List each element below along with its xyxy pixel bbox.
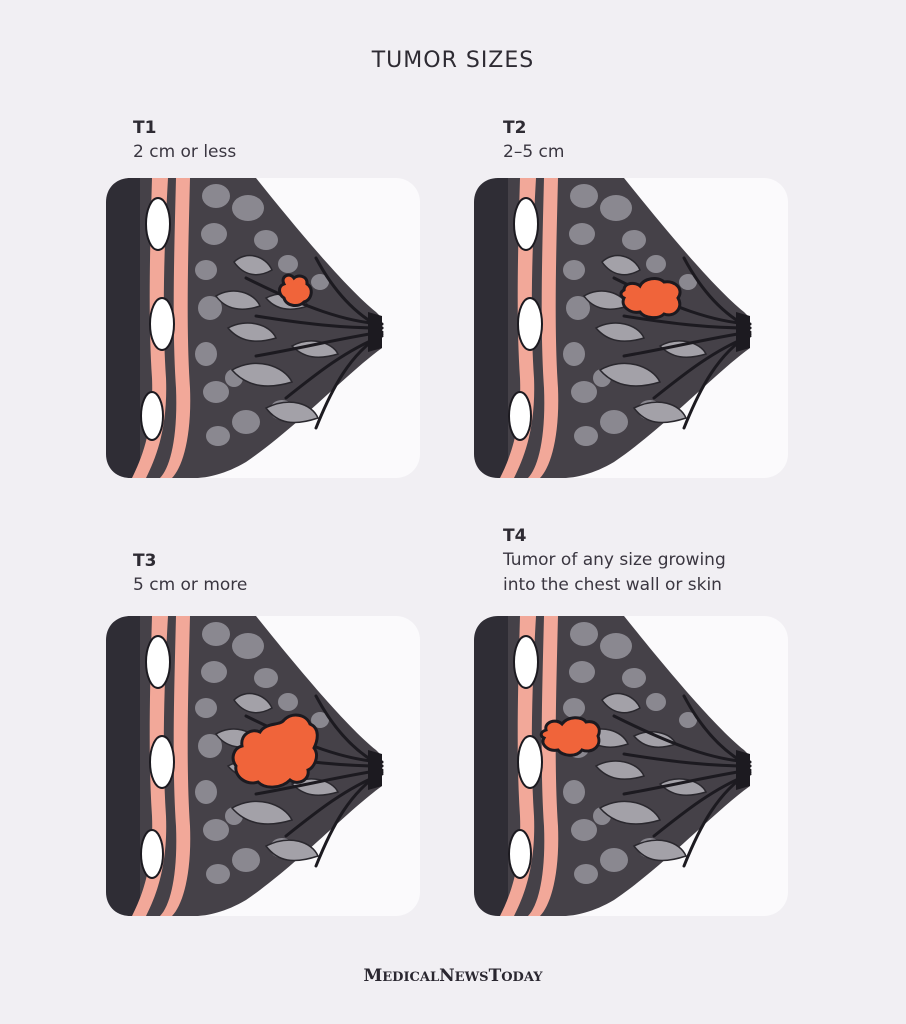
- stage-code: T4: [503, 526, 527, 546]
- breast-diagram-t1: [106, 178, 420, 478]
- brand-logo: MEDICALNEWSTODAY: [0, 966, 906, 986]
- tumor-t2: [619, 277, 682, 320]
- stage-code: T1: [133, 118, 157, 138]
- brand-word: EWS: [454, 970, 489, 985]
- breast-diagram-t2: [474, 178, 788, 478]
- stage-t3-label: T3 5 cm or more: [133, 549, 247, 598]
- stage-description: Tumor of any size growing into the chest…: [503, 550, 726, 595]
- brand-letter: N: [439, 966, 455, 986]
- breast-diagram-t3: [106, 616, 420, 916]
- stage-description: 2–5 cm: [503, 142, 565, 162]
- stage-code: T3: [133, 551, 157, 571]
- stage-t1-label: T1 2 cm or less: [133, 116, 236, 165]
- tumor-t1: [278, 273, 313, 307]
- stage-description: 5 cm or more: [133, 575, 248, 595]
- tumor-t3: [231, 713, 319, 789]
- stage-t4-label: T4 Tumor of any size growing into the ch…: [503, 524, 726, 598]
- stage-code: T2: [503, 118, 527, 138]
- brand-letter: M: [363, 966, 383, 986]
- brand-word: EDICAL: [382, 970, 440, 985]
- breast-diagram-t4: [474, 616, 788, 916]
- tumor-t4: [539, 716, 601, 757]
- page-title: TUMOR SIZES: [371, 48, 535, 73]
- brand-word: ODAY: [501, 970, 543, 985]
- stage-description: 2 cm or less: [133, 142, 237, 162]
- brand-letter: T: [488, 966, 502, 986]
- stage-t2-label: T2 2–5 cm: [503, 116, 564, 165]
